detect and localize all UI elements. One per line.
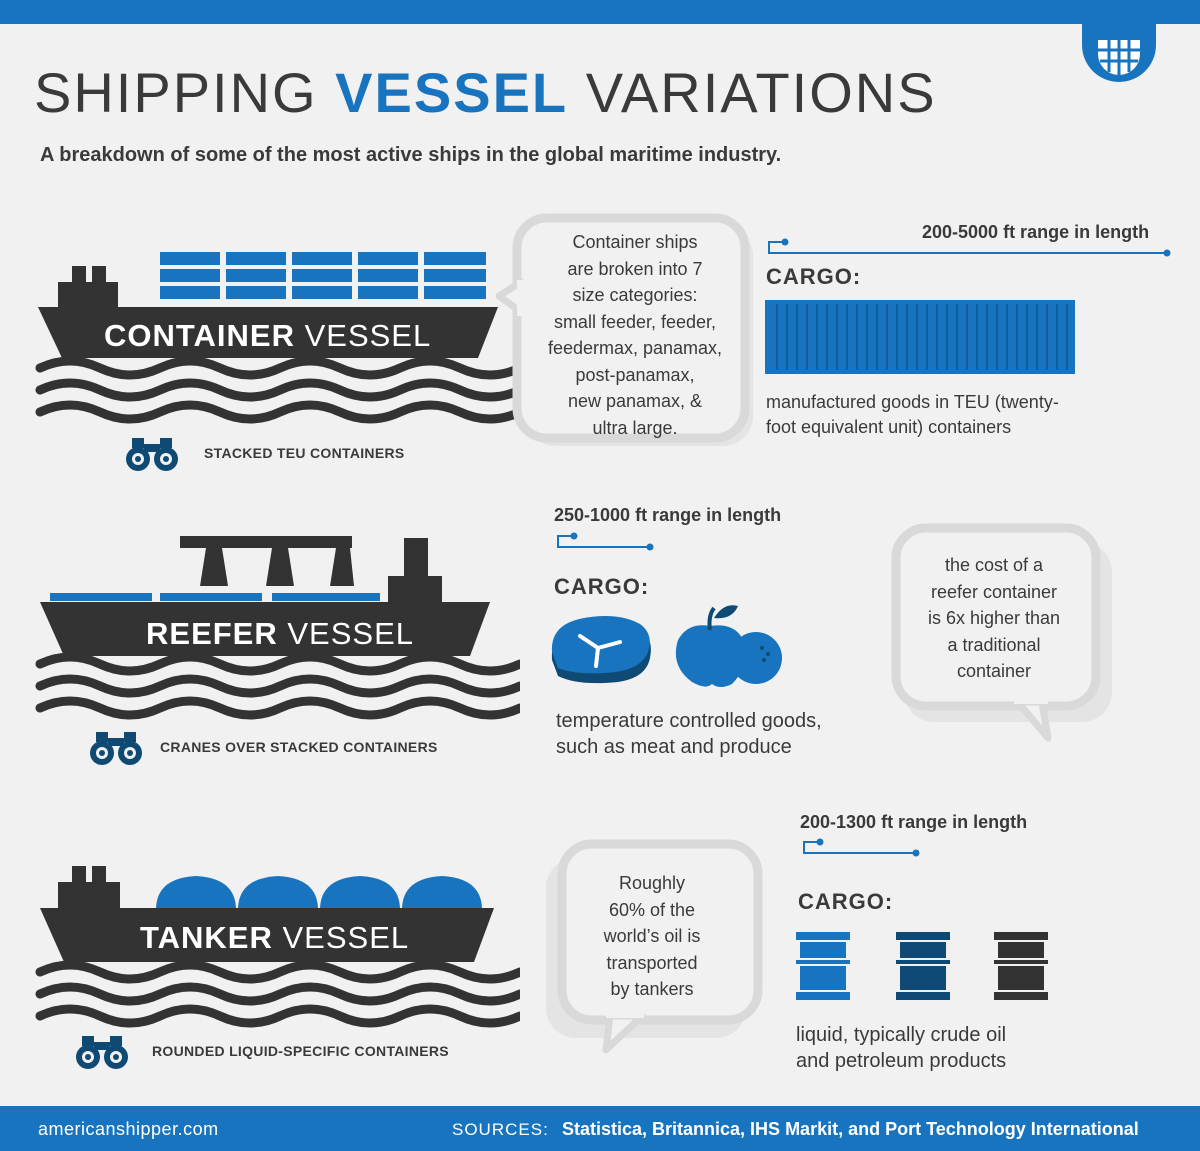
bubble-line: world’s oil is: [603, 926, 701, 946]
reefer-range-text: 250-1000 ft range in length: [554, 505, 782, 525]
reefer-vessel-illustration: [35, 536, 520, 720]
top-banner: [0, 0, 1200, 24]
tanker-cargo-description: liquid, typically crude oil and petroleu…: [796, 1022, 1096, 1074]
container-bubble-text: Container ships are broken into 7 size c…: [530, 229, 740, 441]
page-title: SHIPPING VESSEL VARIATIONS: [34, 58, 937, 128]
bubble-line: reefer container: [930, 581, 1058, 602]
binoculars-icon: [76, 1036, 128, 1069]
vessel-name-bold: CONTAINER: [104, 318, 295, 353]
oil-barrel-icon: [896, 932, 950, 1000]
speech-bubble-reefer: [891, 523, 1112, 742]
oil-barrel-icon: [796, 932, 850, 1000]
bubble-line: ultra large.: [592, 417, 678, 438]
bubble-line: small feeder, feeder,: [553, 311, 717, 332]
reefer-vessel-name: REEFER VESSEL: [146, 616, 414, 652]
speech-bubble-container: [495, 213, 753, 446]
steak-icon: [551, 616, 651, 684]
bubble-line: are broken into 7: [567, 258, 703, 279]
cargo-desc-line: and petroleum products: [796, 1050, 1007, 1072]
footer-sources-label: SOURCES:: [452, 1120, 549, 1139]
container-vessel-name: CONTAINER VESSEL: [104, 318, 431, 354]
tanker-vessel-caption: ROUNDED LIQUID-SPECIFIC CONTAINERS: [152, 1043, 449, 1059]
reefer-cargo-label: CARGO:: [554, 574, 650, 599]
title-part-1: SHIPPING: [34, 61, 336, 124]
container-vessel-illustration: [35, 252, 520, 424]
footer-bar: [0, 1106, 1200, 1151]
speech-bubble-tanker: [546, 839, 763, 1054]
bubble-line: size categories:: [572, 285, 698, 305]
container-vessel-caption: STACKED TEU CONTAINERS: [204, 445, 405, 461]
vessel-name-thin: VESSEL: [272, 920, 410, 955]
binoculars-icon: [90, 732, 142, 765]
container-range-text: 200-5000 ft range in length: [922, 222, 1150, 242]
container-cargo-description: manufactured goods in TEU (twenty- foot …: [766, 390, 1126, 440]
container-cargo-label: CARGO:: [766, 264, 862, 289]
globe-logo-icon: [1098, 40, 1140, 76]
reefer-cargo-description: temperature controlled goods, such as me…: [556, 708, 896, 760]
bubble-line: Container ships: [572, 232, 698, 252]
cargo-desc-line: manufactured goods in TEU (twenty-: [766, 392, 1059, 412]
cargo-desc-line: such as meat and produce: [556, 736, 792, 758]
footer-sources: Statistica, Britannica, IHS Markit, and …: [562, 1119, 1139, 1139]
container-range-indicator: [768, 238, 1171, 257]
reefer-vessel-caption: CRANES OVER STACKED CONTAINERS: [160, 739, 438, 755]
tanker-vessel-name: TANKER VESSEL: [140, 920, 409, 956]
bubble-line: container: [956, 661, 1032, 681]
teu-container-stack: [160, 252, 486, 299]
tanker-vessel-illustration: [35, 866, 520, 1028]
binoculars-icon: [126, 438, 178, 471]
cargo-desc-line: liquid, typically crude oil: [796, 1024, 1007, 1046]
cargo-desc-line: temperature controlled goods,: [556, 710, 822, 732]
vessel-name-thin: VESSEL: [294, 318, 432, 353]
bubble-line: the cost of a: [944, 555, 1044, 575]
vessel-name-thin: VESSEL: [277, 616, 414, 651]
logo-badge[interactable]: [1082, 24, 1156, 82]
bubble-line: is 6x higher than: [927, 608, 1061, 628]
oil-barrel-icon: [994, 932, 1048, 1000]
reefer-bubble-text: the cost of a reefer container is 6x hig…: [902, 552, 1086, 685]
page-subtitle: A breakdown of some of the most active s…: [40, 144, 782, 166]
bubble-line: Roughly: [618, 873, 686, 893]
bubble-line: by tankers: [610, 979, 694, 999]
shipping-container-icon: [765, 300, 1075, 374]
vessel-name-bold: REEFER: [146, 616, 278, 651]
vessel-name-bold: TANKER: [140, 920, 273, 955]
title-part-2: VARIATIONS: [568, 61, 937, 124]
bubble-line: 60% of the: [608, 899, 696, 920]
cargo-desc-line: foot equivalent unit) containers: [766, 417, 1012, 437]
title-highlight: VESSEL: [335, 61, 569, 124]
tanker-range-text: 200-1300 ft range in length: [800, 812, 1028, 832]
footer-site-link[interactable]: americanshipper.com: [38, 1119, 219, 1139]
reefer-range-indicator: [557, 532, 654, 551]
tanker-range-indicator: [803, 838, 920, 857]
tanker-bubble-text: Roughly 60% of the world’s oil is transp…: [568, 870, 736, 1003]
bubble-line: feedermax, panamax,: [547, 338, 723, 358]
tanker-cargo-label: CARGO:: [798, 889, 894, 914]
bubble-line: post-panamax,: [575, 364, 695, 385]
bubble-line: a traditional: [947, 634, 1041, 655]
bubble-line: transported: [606, 952, 698, 973]
fruit-icon: [675, 605, 782, 687]
bubble-line: new panamax, &: [567, 391, 703, 411]
